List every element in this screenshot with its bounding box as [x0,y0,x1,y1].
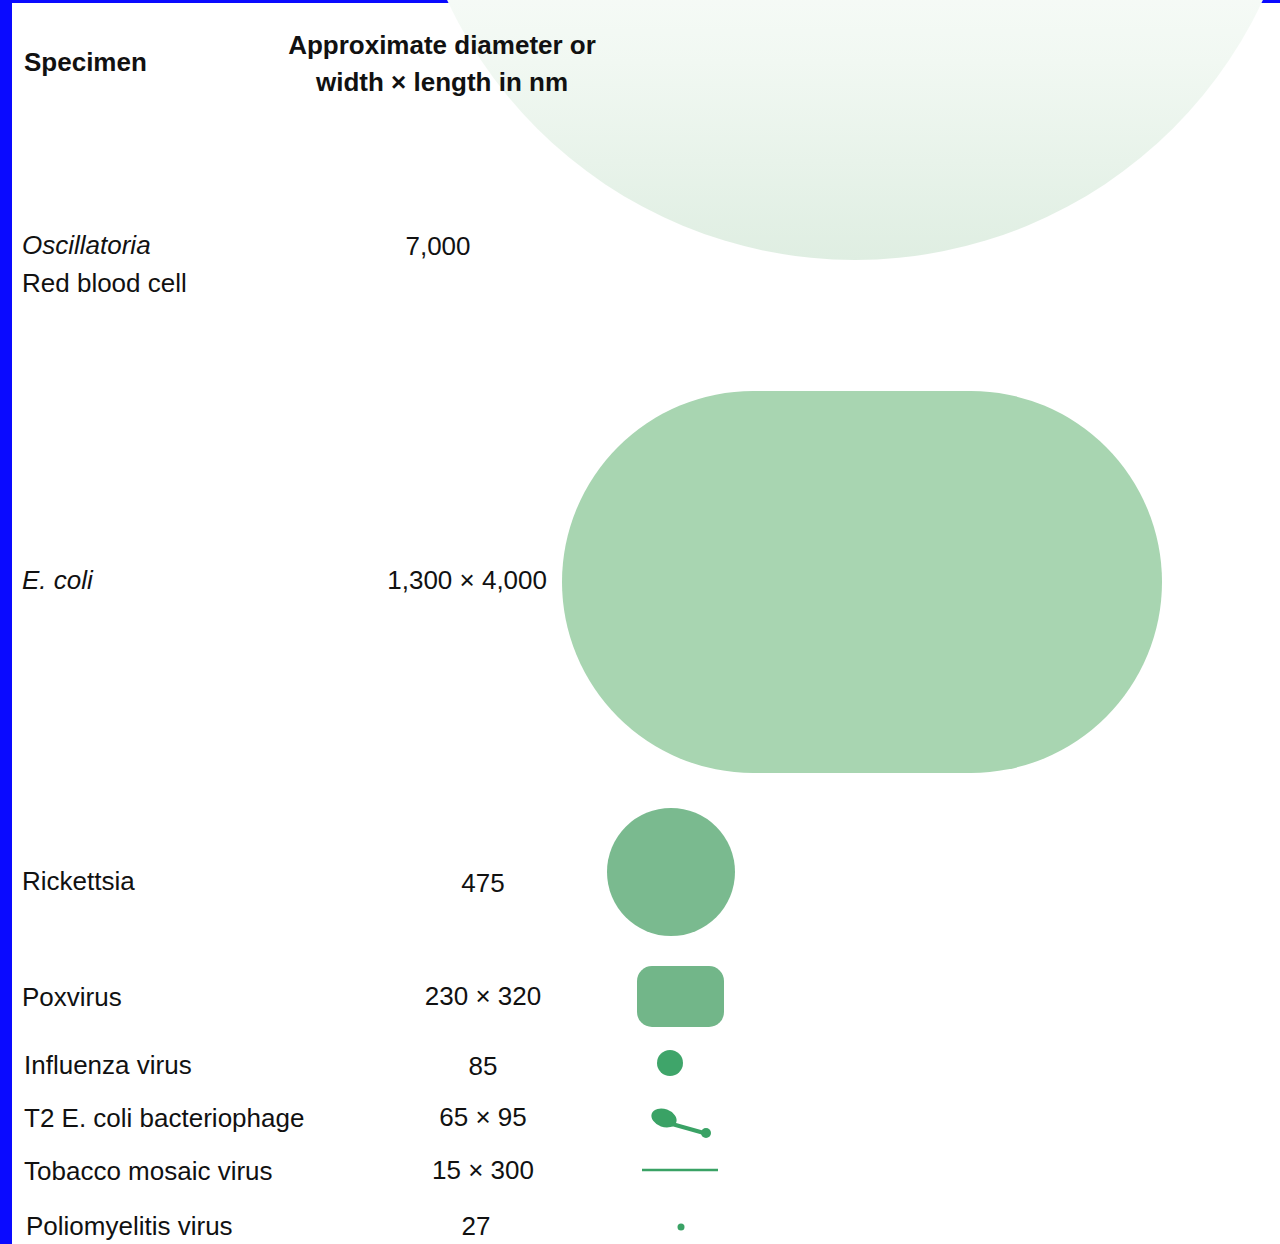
specimen-name: Red blood cell [22,268,187,298]
specimen-name: Oscillatoria [22,230,151,260]
size-value: 7,000 [405,231,470,261]
specimen-name: Poliomyelitis virus [26,1211,233,1241]
specimen-name: Tobacco mosaic virus [24,1156,273,1186]
specimen-name: Influenza virus [24,1050,192,1080]
influenza-shape [657,1050,683,1076]
tobacco-mosaic-shape [642,1169,718,1172]
size-value: 27 [462,1211,491,1241]
column-header: Approximate diameter or width × length i… [262,27,622,101]
poxvirus-shape [637,966,724,1027]
size-value: 85 [469,1051,498,1081]
bacteriophage-shape [649,1105,711,1138]
specimen-name: T2 E. coli bacteriophage [24,1103,304,1133]
size-value: 475 [461,868,504,898]
specimen-name: E. coli [22,565,93,595]
size-value: 230 × 320 [425,981,541,1011]
size-value: 1,300 × 4,000 [387,565,547,595]
size-value: 15 × 300 [432,1155,534,1185]
column-header: Specimen [24,47,147,77]
size-value: 65 × 95 [439,1102,526,1132]
specimen-name: Poxvirus [22,982,122,1012]
e-coli-shape [562,391,1162,773]
specimen-name: Rickettsia [22,866,135,896]
polio-shape [678,1224,685,1231]
rickettsia-shape [607,808,735,936]
